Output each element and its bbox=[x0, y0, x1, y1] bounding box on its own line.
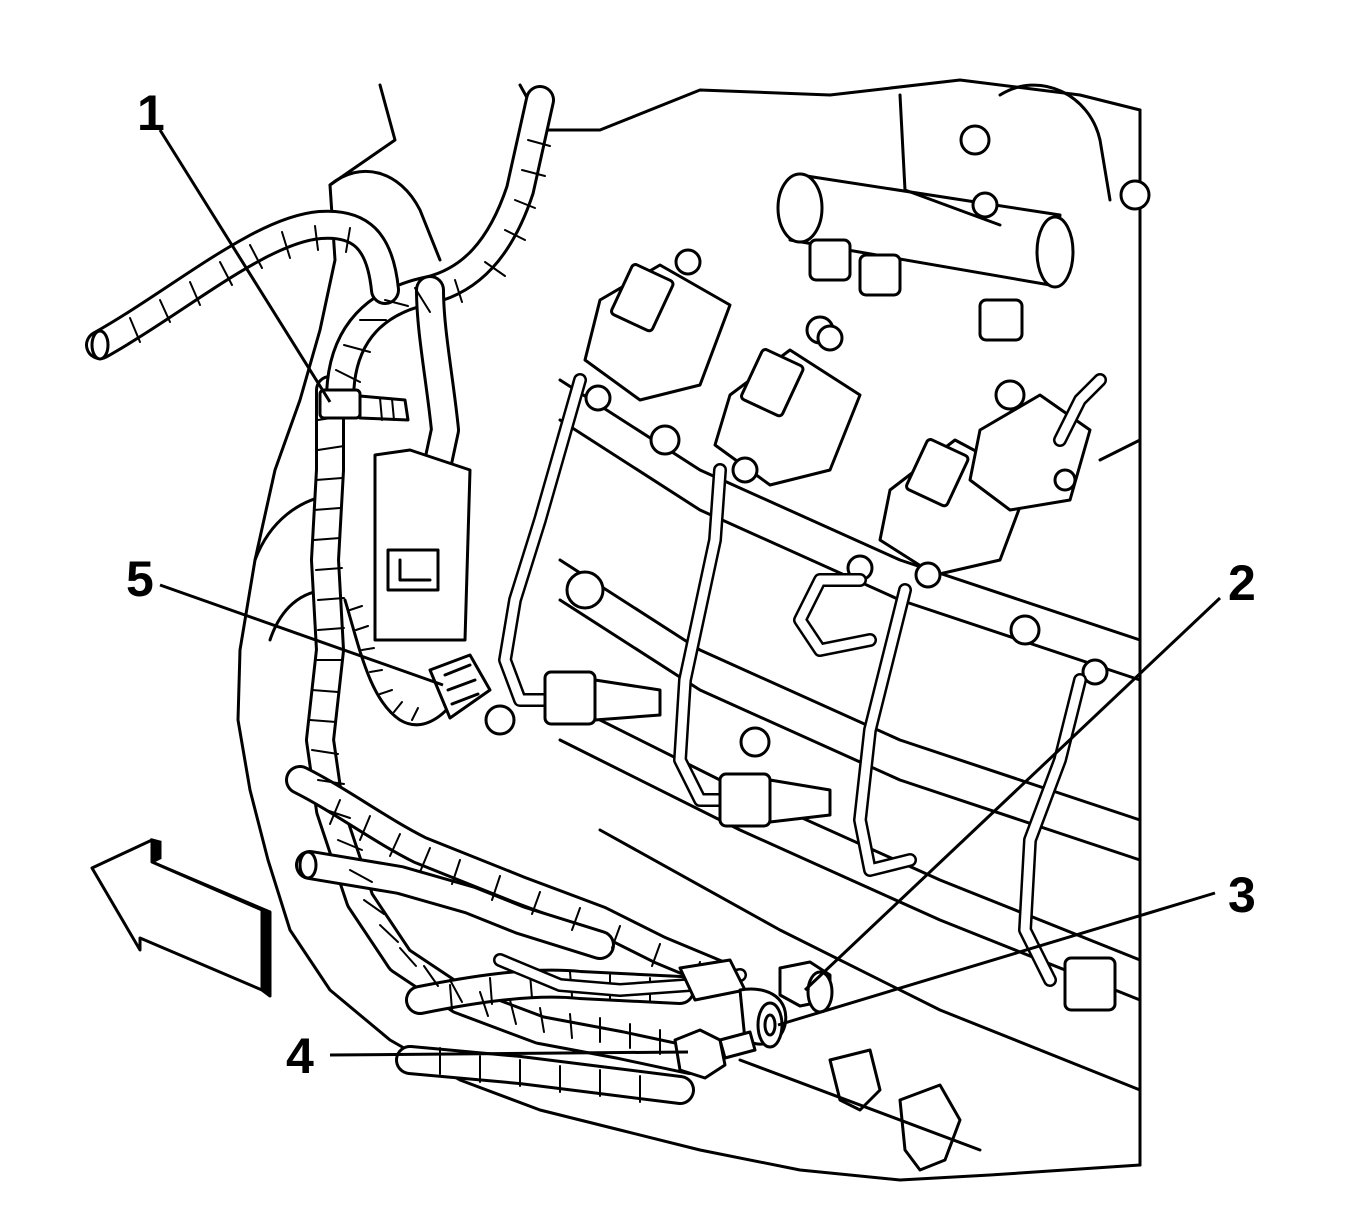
leader-line-5 bbox=[159, 583, 444, 687]
leader-lines bbox=[158, 129, 1222, 1057]
leader-line-2 bbox=[803, 596, 1222, 992]
leader-line-4 bbox=[329, 1050, 689, 1057]
callout-4: 4 bbox=[286, 1028, 314, 1084]
wiring-harness bbox=[85, 85, 735, 1105]
ignition-coil bbox=[968, 393, 1092, 512]
ground-bolt-assembly bbox=[493, 953, 982, 1172]
ignition-coils bbox=[583, 248, 1109, 686]
callout-labels: 1 2 3 4 5 bbox=[126, 85, 1256, 1084]
front-arrow-icon bbox=[90, 838, 272, 998]
callout-2: 2 bbox=[1228, 555, 1256, 611]
leader-line-1 bbox=[158, 129, 332, 403]
engine-block bbox=[236, 78, 1151, 1182]
callout-3: 3 bbox=[1228, 867, 1256, 923]
callout-1: 1 bbox=[137, 85, 165, 141]
ignition-coil bbox=[713, 324, 862, 487]
callout-5: 5 bbox=[126, 551, 154, 607]
spark-plug-wires bbox=[484, 373, 1117, 1012]
sensor-connector bbox=[343, 598, 492, 727]
ignition-coil bbox=[583, 248, 732, 412]
leader-line-3 bbox=[777, 891, 1216, 1027]
